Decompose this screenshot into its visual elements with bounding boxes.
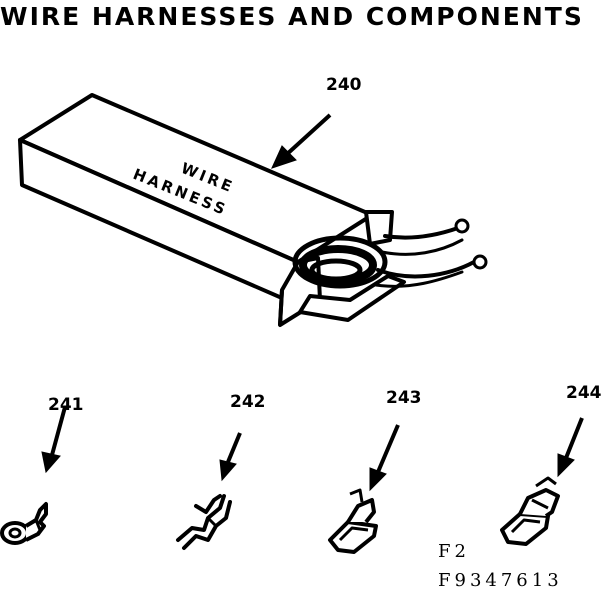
callout-arrows (41, 113, 584, 492)
arrow-244 (557, 417, 584, 478)
callout-243: 243 (386, 388, 422, 408)
arrow-242 (219, 432, 242, 482)
callout-244: 244 (566, 383, 602, 403)
spade-terminal-242 (176, 494, 232, 550)
drawing-number: F9347613 (438, 570, 563, 591)
figure-code: F2 (438, 541, 470, 562)
quick-connect-terminal-243 (328, 488, 378, 554)
wire-harness-box (18, 93, 406, 327)
ring-terminal-241 (0, 502, 48, 545)
callout-242: 242 (230, 392, 266, 412)
ring-terminal-icon (454, 218, 488, 270)
insulated-terminal-244 (500, 476, 560, 546)
arrow-241 (41, 406, 67, 474)
arrow-243 (369, 424, 400, 492)
arrow-240 (271, 113, 332, 169)
callout-241: 241 (48, 395, 84, 415)
wire-leads (374, 226, 476, 288)
diagram-title: WIRE HARNESSES AND COMPONENTS (0, 2, 584, 31)
callout-240: 240 (326, 75, 362, 95)
